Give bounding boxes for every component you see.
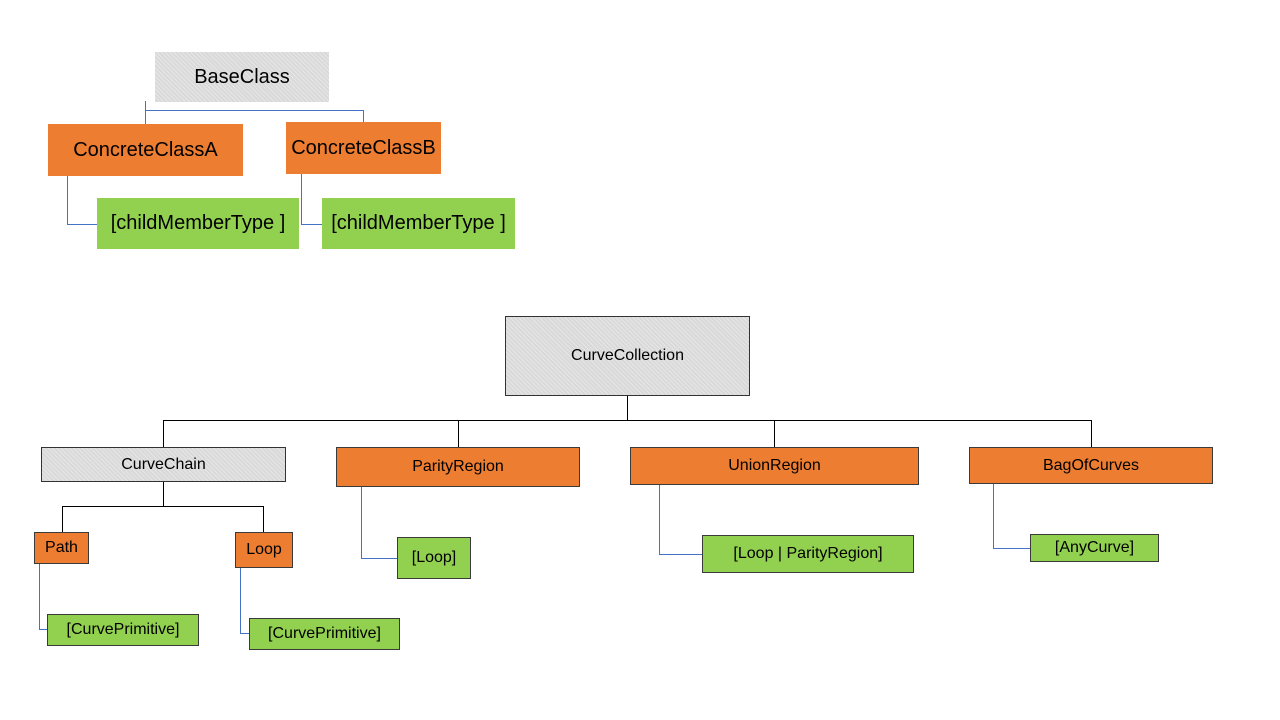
node-label: Path [45, 539, 78, 556]
node-label: [Loop] [411, 549, 457, 566]
node-label: CurveChain [121, 455, 206, 473]
node-label: [CurvePrimitive] [268, 625, 381, 642]
connector [1091, 420, 1092, 448]
connector [361, 558, 397, 559]
node-label: [childMemberType ] [110, 212, 286, 234]
loop-member-node: [CurvePrimitive] [249, 618, 400, 650]
union-region-member-node: [Loop | ParityRegion] [702, 535, 914, 573]
connector [659, 484, 660, 554]
node-label: ParityRegion [412, 458, 504, 475]
node-label: [AnyCurve] [1054, 539, 1135, 556]
connector [263, 506, 264, 533]
node-label: BaseClass [194, 65, 290, 88]
connector [363, 110, 364, 122]
node-label: BagOfCurves [1042, 456, 1140, 474]
connector [240, 567, 241, 633]
node-label: UnionRegion [728, 457, 821, 474]
node-label: [CurvePrimitive] [66, 621, 180, 638]
legend-child-member-a-node: [childMemberType ] [97, 198, 299, 249]
node-label: [Loop | ParityRegion] [733, 545, 883, 562]
loop-node: Loop [235, 532, 293, 568]
curve-collection-node: CurveCollection [505, 316, 750, 396]
connector [67, 224, 97, 225]
node-label: CurveCollection [571, 347, 684, 364]
legend-concrete-class-a-node: ConcreteClassA [48, 124, 243, 176]
bag-of-curves-member-node: [AnyCurve] [1030, 534, 1159, 562]
connector [240, 633, 249, 634]
connector [62, 506, 264, 507]
node-label: Loop [246, 541, 282, 558]
connector [301, 174, 302, 224]
path-member-node: [CurvePrimitive] [47, 614, 199, 646]
connector [361, 486, 362, 558]
legend-concrete-class-b-node: ConcreteClassB [286, 122, 441, 174]
legend-child-member-b-node: [childMemberType ] [322, 198, 515, 249]
connector [458, 420, 459, 447]
connector [62, 506, 63, 533]
bag-of-curves-node: BagOfCurves [969, 447, 1213, 484]
connector [145, 110, 146, 124]
union-region-node: UnionRegion [630, 447, 919, 485]
connector [163, 420, 1092, 421]
connector [145, 101, 146, 111]
node-label: ConcreteClassA [73, 138, 218, 161]
connector [301, 224, 322, 225]
connector [993, 548, 1030, 549]
connector [163, 420, 164, 447]
path-node: Path [34, 532, 89, 564]
connector [774, 420, 775, 448]
node-label: [childMemberType ] [331, 212, 506, 234]
parity-region-node: ParityRegion [336, 447, 580, 487]
connector [627, 395, 628, 421]
parity-region-member-node: [Loop] [397, 537, 471, 579]
connector [145, 110, 364, 111]
connector [39, 629, 47, 630]
connector [659, 554, 702, 555]
connector [39, 563, 40, 629]
curve-chain-node: CurveChain [41, 447, 286, 482]
legend-base-class-node: BaseClass [155, 52, 329, 102]
connector [163, 481, 164, 507]
connector [993, 483, 994, 548]
connector [67, 176, 68, 224]
node-label: ConcreteClassB [291, 136, 436, 159]
